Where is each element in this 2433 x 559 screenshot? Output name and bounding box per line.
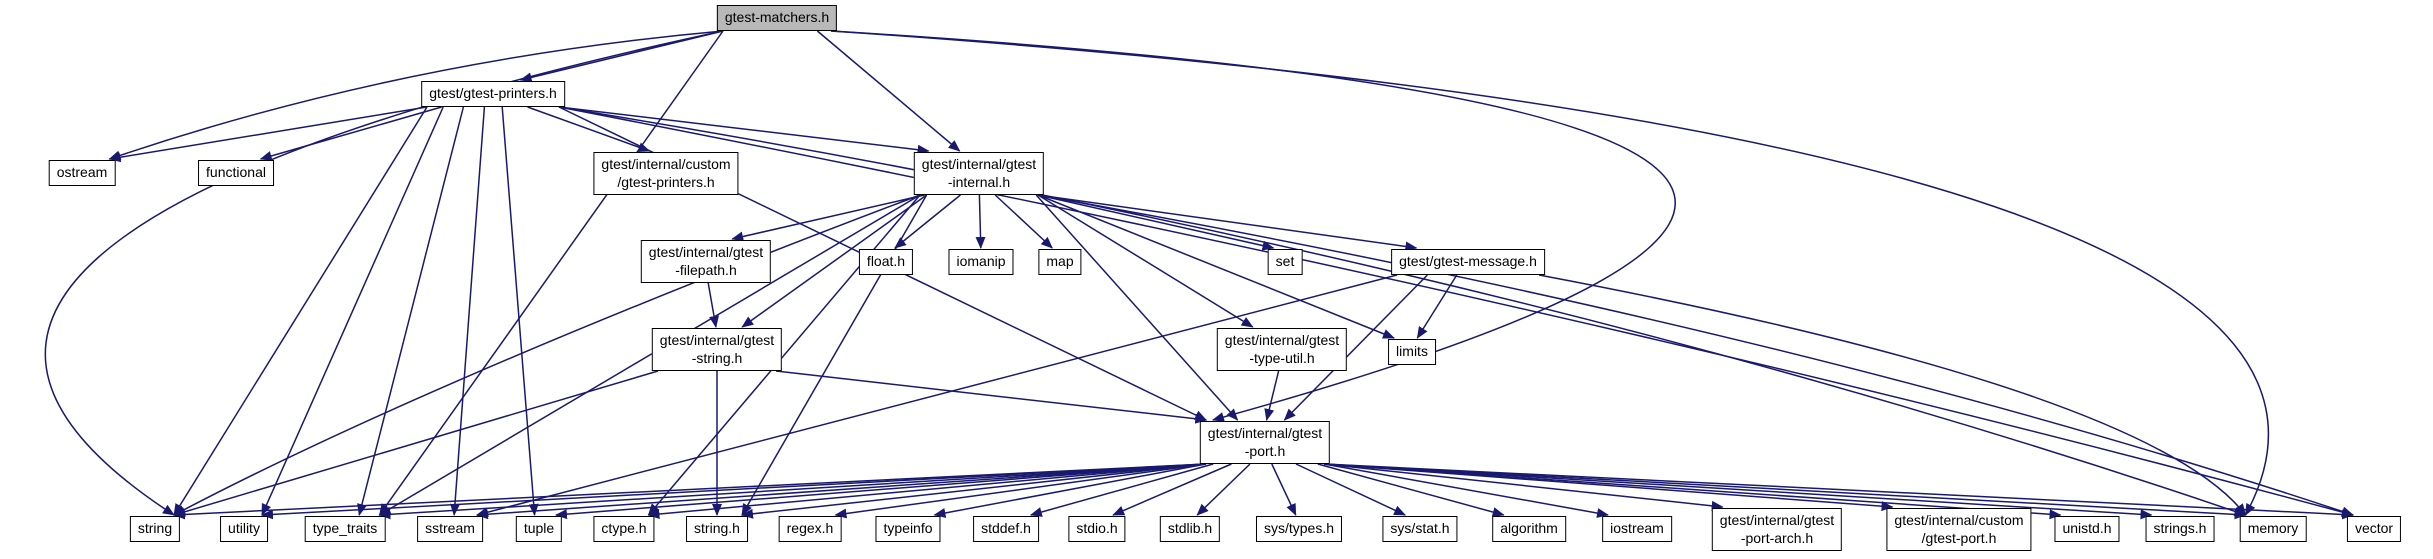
edge-port-to-type_traits bbox=[378, 463, 1207, 520]
edge-root-to-memory bbox=[830, 30, 2270, 516]
node-sstream: sstream bbox=[417, 516, 483, 542]
edge-root-to-type_traits bbox=[378, 30, 724, 516]
node-functional: functional bbox=[198, 160, 274, 186]
node-ostream: ostream bbox=[48, 160, 116, 186]
edge-root-to-internal bbox=[816, 30, 961, 152]
node-custom_port[interactable]: gtest/internal/custom /gtest-port.h bbox=[1886, 508, 2032, 551]
node-sys_types: sys/types.h bbox=[1255, 516, 1343, 542]
node-iostream: iostream bbox=[1602, 516, 1672, 542]
edge-port-to-vector bbox=[1323, 463, 2354, 520]
edge-printers-to-custom_printers bbox=[527, 106, 651, 152]
edge-message-to-limits bbox=[1416, 274, 1458, 339]
edge-printers-to-tuple bbox=[501, 106, 539, 516]
node-port_arch[interactable]: gtest/internal/gtest -port-arch.h bbox=[1711, 508, 1843, 551]
node-regex_h: regex.h bbox=[778, 516, 842, 542]
edge-port-to-sys_stat bbox=[1295, 463, 1407, 516]
node-stdio_h: stdio.h bbox=[1068, 516, 1126, 542]
edge-string_int-to-string bbox=[173, 370, 659, 517]
edge-internal-to-set bbox=[1037, 194, 1275, 251]
node-set: set bbox=[1267, 249, 1303, 275]
edge-port-to-stdlib_h bbox=[1196, 463, 1251, 516]
edge-internal-to-string bbox=[173, 194, 921, 516]
edge-internal-to-vector bbox=[1037, 194, 2354, 517]
edge-message-to-memory bbox=[1538, 274, 2247, 516]
node-typeinfo: typeinfo bbox=[875, 516, 941, 542]
node-utility: utility bbox=[220, 516, 268, 542]
edge-printers-to-internal bbox=[558, 106, 930, 155]
node-printers[interactable]: gtest/gtest-printers.h bbox=[421, 81, 565, 107]
edge-internal-to-ctype_h bbox=[647, 194, 921, 516]
edge-port-to-stddef_h bbox=[1029, 463, 1214, 517]
node-ctype_h: ctype.h bbox=[593, 516, 655, 542]
edge-internal-to-limits bbox=[1037, 194, 1395, 339]
edge-root-to-ostream bbox=[108, 30, 724, 161]
edge-printers-to-utility bbox=[261, 106, 444, 516]
node-map: map bbox=[1038, 249, 1082, 275]
node-string_h: string.h bbox=[686, 516, 748, 542]
edge-printers-to-functional bbox=[259, 106, 442, 161]
edge-root-to-string bbox=[44, 30, 724, 516]
edge-printers-to-string bbox=[173, 106, 428, 516]
edge-port-to-memory bbox=[1323, 463, 2247, 520]
node-float_h: float.h bbox=[858, 249, 914, 275]
node-unistd_h: unistd.h bbox=[2054, 516, 2120, 542]
node-sys_stat: sys/stat.h bbox=[1382, 516, 1458, 542]
edge-port-to-port_arch bbox=[1323, 463, 1724, 511]
edge-port-to-unistd_h bbox=[1323, 463, 2062, 520]
node-strings_h: strings.h bbox=[2145, 516, 2215, 542]
edge-port-to-regex_h bbox=[834, 463, 1207, 519]
edge-printers-to-vector bbox=[558, 106, 2354, 517]
edge-internal-to-type_traits bbox=[378, 194, 921, 516]
edge-printers-to-type_traits bbox=[357, 106, 465, 516]
edge-printers-to-memory bbox=[558, 106, 2247, 517]
node-stdlib_h: stdlib.h bbox=[1159, 516, 1221, 542]
edge-internal-to-string_h bbox=[741, 194, 928, 516]
edge-filepath-to-string_int bbox=[707, 282, 719, 328]
node-port[interactable]: gtest/internal/gtest -port.h bbox=[1199, 421, 1331, 464]
edge-string_int-to-port bbox=[775, 370, 1208, 424]
edge-message-to-port bbox=[1283, 274, 1428, 421]
edge-port-to-string_h bbox=[741, 463, 1207, 519]
node-stddef_h: stddef.h bbox=[973, 516, 1039, 542]
node-message[interactable]: gtest/gtest-message.h bbox=[1391, 249, 1545, 275]
edge-internal-to-message bbox=[1037, 194, 1418, 252]
node-string: string bbox=[129, 516, 181, 542]
edge-port-to-typeinfo bbox=[933, 463, 1207, 518]
edge-type_util-to-port bbox=[1264, 370, 1280, 421]
node-type_util[interactable]: gtest/internal/gtest -type-util.h bbox=[1216, 328, 1348, 371]
edge-port-to-utility bbox=[261, 463, 1207, 520]
edge-port-to-sys_types bbox=[1271, 463, 1297, 516]
node-vector: vector bbox=[2346, 516, 2402, 542]
edge-port-to-stdio_h bbox=[1112, 463, 1232, 516]
edge-internal-to-port bbox=[1035, 194, 1239, 421]
node-filepath[interactable]: gtest/internal/gtest -filepath.h bbox=[640, 240, 772, 283]
edge-port-to-tuple bbox=[555, 463, 1207, 520]
edge-internal-to-string_int bbox=[741, 194, 928, 328]
node-string_int[interactable]: gtest/internal/gtest -string.h bbox=[651, 328, 783, 371]
node-tuple: tuple bbox=[515, 516, 563, 542]
edge-internal-to-map bbox=[994, 194, 1053, 249]
edge-port-to-sstream bbox=[476, 463, 1207, 520]
node-algorithm: algorithm bbox=[1492, 516, 1566, 542]
node-internal[interactable]: gtest/internal/gtest -internal.h bbox=[913, 152, 1045, 195]
node-iomanip: iomanip bbox=[948, 249, 1014, 275]
edge-internal-to-iomanip bbox=[975, 194, 986, 249]
node-limits: limits bbox=[1388, 339, 1436, 365]
node-memory: memory bbox=[2239, 516, 2307, 542]
edge-port-to-ctype_h bbox=[647, 463, 1207, 519]
edge-printers-to-ostream bbox=[108, 106, 428, 163]
node-type_traits: type_traits bbox=[304, 516, 386, 542]
edge-internal-to-type_util bbox=[1037, 194, 1254, 328]
edge-port-to-iostream bbox=[1323, 463, 1609, 518]
edge-printers-to-sstream bbox=[449, 106, 486, 516]
edge-internal-to-float_h bbox=[894, 194, 961, 249]
edge-port-to-algorithm bbox=[1317, 463, 1505, 517]
node-custom_printers[interactable]: gtest/internal/custom /gtest-printers.h bbox=[593, 152, 739, 195]
edge-internal-to-filepath bbox=[731, 194, 925, 242]
node-root: gtest-matchers.h bbox=[716, 5, 838, 31]
